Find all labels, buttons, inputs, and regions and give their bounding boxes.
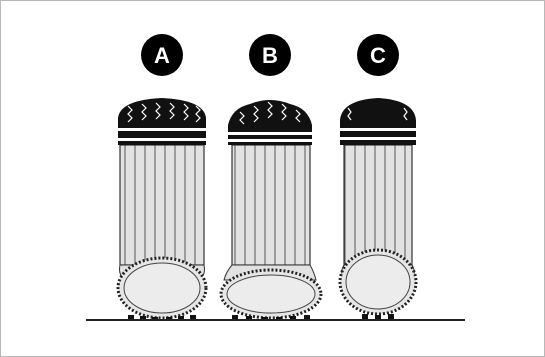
- badge-c: C: [357, 34, 399, 76]
- badge-a-label: A: [154, 43, 170, 68]
- badge-b-label: B: [262, 43, 278, 68]
- badge-c-label: C: [370, 43, 386, 68]
- badge-b: B: [249, 34, 291, 76]
- tire-b: B: [221, 34, 321, 320]
- tire-c: C: [340, 34, 416, 319]
- tire-a: A: [118, 34, 206, 320]
- badge-a: A: [141, 34, 183, 76]
